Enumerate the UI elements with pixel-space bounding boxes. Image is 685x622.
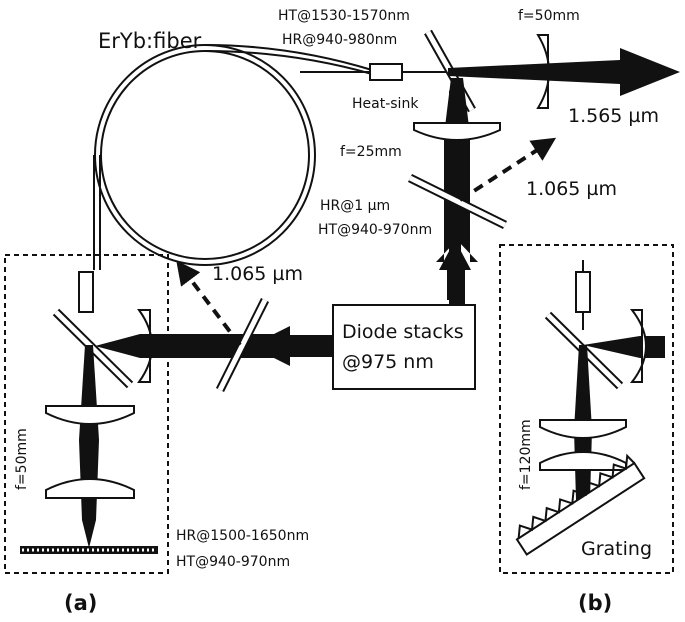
diode-stacks-box (332, 304, 476, 390)
lens-a-1 (45, 405, 135, 425)
output-beam-1565 (448, 48, 680, 96)
panel-b-box (499, 244, 674, 574)
fiber-connector-a (78, 271, 94, 313)
beam-1065-right (458, 137, 557, 202)
label-f25: f=25mm (340, 144, 402, 160)
horizontal-beam-b (583, 336, 665, 358)
label-f50-left: f=50mm (14, 428, 30, 490)
label-heat-sink: Heat-sink (352, 96, 419, 112)
grating (515, 453, 646, 556)
pump-beam-left-main (95, 334, 290, 358)
panel-a-box (4, 254, 169, 574)
label-out-1065-right: 1.065 µm (526, 178, 617, 200)
lens-a-horizontal (137, 309, 153, 383)
lens-f25 (413, 122, 501, 141)
lens-b-horizontal (629, 309, 647, 383)
middle-dichroic-mirror-inner (217, 298, 268, 392)
label-panel-b: (b) (578, 591, 612, 615)
heat-sink-block (369, 63, 403, 81)
label-diode-line1: Diode stacks (342, 321, 464, 343)
fiber-coil (93, 44, 373, 270)
label-ht-940-970-right: HT@940-970nm (318, 222, 432, 238)
label-ht-top: HT@1530-1570nm (278, 8, 410, 24)
pump-column (449, 260, 465, 310)
label-hr-top: HR@940-980nm (282, 32, 397, 48)
label-ht-940-970-bottom: HT@940-970nm (176, 554, 290, 570)
label-grating: Grating (581, 538, 652, 560)
label-f50-top: f=50mm (518, 8, 580, 24)
lens-b-1 (539, 419, 627, 439)
label-out-1065-left: 1.065 µm (212, 263, 303, 285)
label-out-1565: 1.565 µm (568, 105, 659, 127)
label-diode-line2: @975 nm (342, 351, 434, 373)
lens-a-2 (45, 478, 135, 499)
hr-1um-mirror-inner (408, 175, 507, 228)
label-hr-1um: HR@1 µm (320, 198, 390, 214)
label-panel-a: (a) (64, 591, 97, 615)
label-f120: f=120mm (518, 419, 534, 490)
fiber-connector-b (575, 271, 591, 313)
lens-top-f50 (536, 34, 550, 109)
label-fiber: ErYb:fiber (98, 29, 202, 53)
vertical-beam-a (79, 345, 99, 548)
label-hr-1500: HR@1500-1650nm (176, 528, 309, 544)
